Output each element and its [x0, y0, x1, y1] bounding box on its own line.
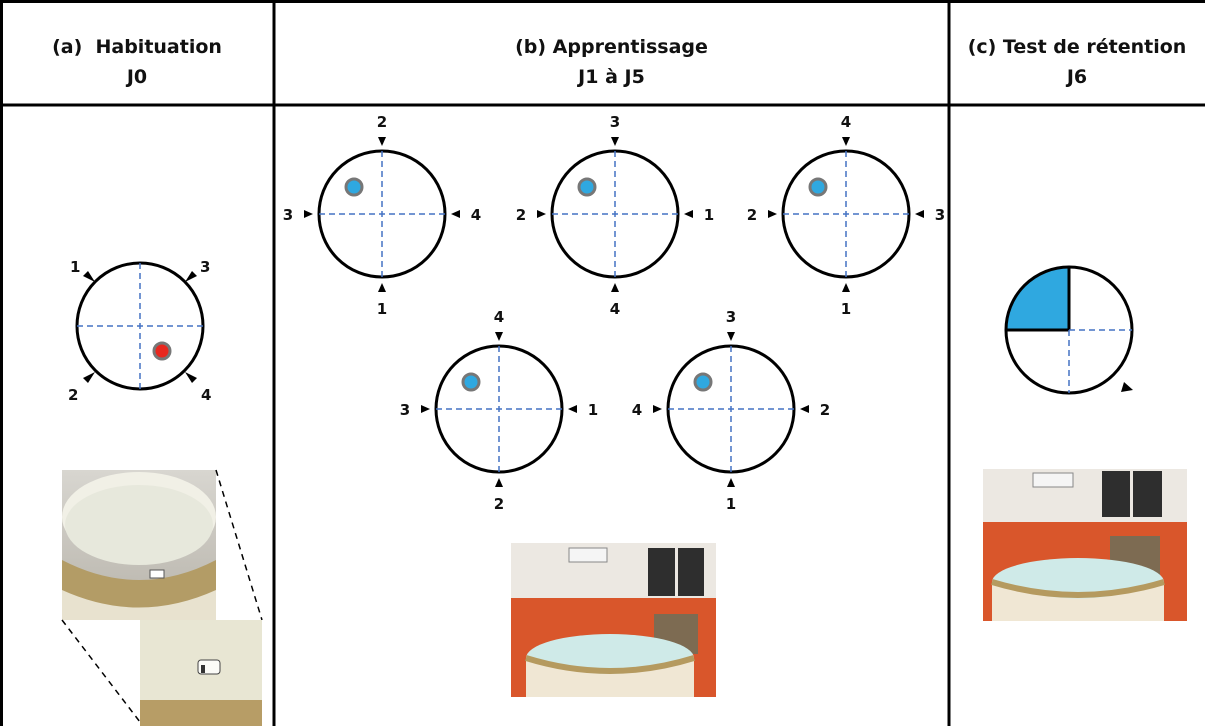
start-label-left: 4: [632, 401, 642, 419]
start-arrow-right: [684, 210, 693, 218]
start-label-right: 1: [588, 401, 598, 419]
start-label-right: 2: [820, 401, 830, 419]
learning-pool-photo: [511, 543, 716, 697]
learning-pool-trial-3: 4 1 2 3: [747, 113, 945, 318]
start-label-left: 3: [283, 206, 293, 224]
start-label-top: 3: [726, 308, 736, 326]
start-arrow-top: [611, 137, 619, 146]
habituation-pool-photo: [62, 470, 216, 620]
start-label: 2: [68, 386, 78, 404]
start-label: 3: [200, 258, 210, 276]
start-arrow-left: [421, 405, 430, 413]
column-title: (c) Test de rétention: [967, 36, 1187, 58]
start-arrow: [1121, 382, 1133, 392]
start-arrow-right: [451, 210, 460, 218]
start-arrow-left: [653, 405, 662, 413]
hidden-platform: [808, 177, 828, 197]
start-label-bottom: 1: [841, 300, 851, 318]
learning-pool-trial-5: 3 1 4 2: [632, 308, 830, 513]
start-arrow-right: [568, 405, 577, 413]
start-arrow-top: [495, 332, 503, 341]
start-arrow-bottom: [378, 283, 386, 292]
start-label-right: 4: [471, 206, 481, 224]
column-title: (b) Apprentissage: [515, 36, 708, 58]
start-label-left: 2: [747, 206, 757, 224]
start-arrow-bottom: [842, 283, 850, 292]
header-learning: (b) Apprentissage J1 à J5: [274, 32, 949, 92]
header-habituation: (a) Habituation J0: [0, 32, 274, 92]
start-label-bottom: 4: [610, 300, 620, 318]
column-day: J0: [126, 66, 148, 88]
column-day: J6: [1066, 66, 1088, 88]
retention-pool-photo: [983, 469, 1187, 621]
column-day: J1 à J5: [578, 66, 645, 88]
habituation-pool-diagram: 1 3 2 4: [68, 258, 211, 404]
start-label-top: 4: [841, 113, 851, 131]
start-label-top: 4: [494, 308, 504, 326]
hidden-platform: [577, 177, 597, 197]
start-arrow-bottom: [727, 478, 735, 487]
hidden-platform: [693, 372, 713, 392]
learning-pool-diagrams: 2 1 3 4 3 4 2 1 4 1 2 3 4 2 3 1 3 1 4 2: [283, 113, 945, 513]
hidden-platform: [152, 341, 172, 361]
start-arrow-right: [800, 405, 809, 413]
start-arrow-4: [185, 372, 197, 383]
start-label-left: 3: [400, 401, 410, 419]
learning-pool-trial-1: 2 1 3 4: [283, 113, 481, 318]
start-arrow-top: [378, 137, 386, 146]
header-retention: (c) Test de rétention J6: [949, 32, 1205, 92]
start-label-bottom: 1: [726, 495, 736, 513]
start-label-left: 2: [516, 206, 526, 224]
start-arrow-right: [915, 210, 924, 218]
start-label-bottom: 1: [377, 300, 387, 318]
start-arrow-left: [768, 210, 777, 218]
start-label-right: 3: [935, 206, 945, 224]
start-arrow-top: [842, 137, 850, 146]
zoom-lines: [61, 469, 263, 723]
start-label: 1: [70, 258, 80, 276]
learning-pool-trial-2: 3 4 2 1: [516, 113, 714, 318]
learning-pool-trial-4: 4 2 3 1: [400, 308, 598, 513]
start-label-top: 3: [610, 113, 620, 131]
start-arrow-left: [304, 210, 313, 218]
start-arrow-bottom: [495, 478, 503, 487]
start-arrow-3: [185, 271, 197, 282]
habituation-platform-zoom-photo: [140, 620, 262, 726]
start-arrow-top: [727, 332, 735, 341]
retention-pool-diagram: [1004, 265, 1134, 395]
start-label-top: 2: [377, 113, 387, 131]
hidden-platform: [344, 177, 364, 197]
start-arrow-1: [83, 271, 95, 282]
hidden-platform: [461, 372, 481, 392]
start-arrow-bottom: [611, 283, 619, 292]
start-arrow-2: [83, 372, 95, 383]
start-label: 4: [201, 386, 211, 404]
target-quadrant: [1006, 267, 1069, 330]
column-title: (a) Habituation: [52, 36, 222, 58]
start-label-right: 1: [704, 206, 714, 224]
start-label-bottom: 2: [494, 495, 504, 513]
start-arrow-left: [537, 210, 546, 218]
